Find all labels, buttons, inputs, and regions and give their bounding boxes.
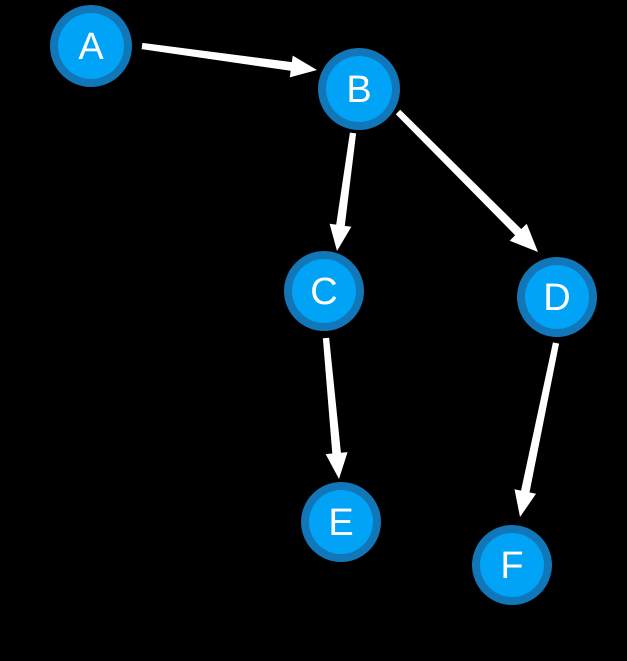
node-label-c: C <box>310 271 337 313</box>
edge-d-to-f[interactable] <box>514 342 560 517</box>
graph-node-d[interactable]: D <box>517 257 597 337</box>
node-label-d: D <box>543 277 570 319</box>
edge-c-to-e[interactable] <box>322 337 348 479</box>
node-fill-c <box>292 259 356 323</box>
graph-node-c[interactable]: C <box>284 251 364 331</box>
node-label-f: F <box>500 545 523 587</box>
node-fill-f <box>480 533 544 597</box>
node-fill-b <box>326 56 392 122</box>
node-fill-a <box>58 13 124 79</box>
edge-a-to-b[interactable] <box>141 42 317 78</box>
edge-b-to-d[interactable] <box>395 109 538 253</box>
nodes-layer: A B C D E F <box>50 5 597 605</box>
graph-node-b[interactable]: B <box>318 48 400 130</box>
node-fill-d <box>525 265 589 329</box>
node-label-a: A <box>78 26 104 68</box>
graph-node-f[interactable]: F <box>472 525 552 605</box>
node-fill-e <box>309 490 373 554</box>
graph-node-e[interactable]: E <box>301 482 381 562</box>
edges-layer <box>141 42 560 517</box>
edge-b-to-c[interactable] <box>329 132 357 251</box>
graph-node-a[interactable]: A <box>50 5 132 87</box>
node-label-b: B <box>346 69 371 111</box>
node-label-e: E <box>328 502 353 544</box>
